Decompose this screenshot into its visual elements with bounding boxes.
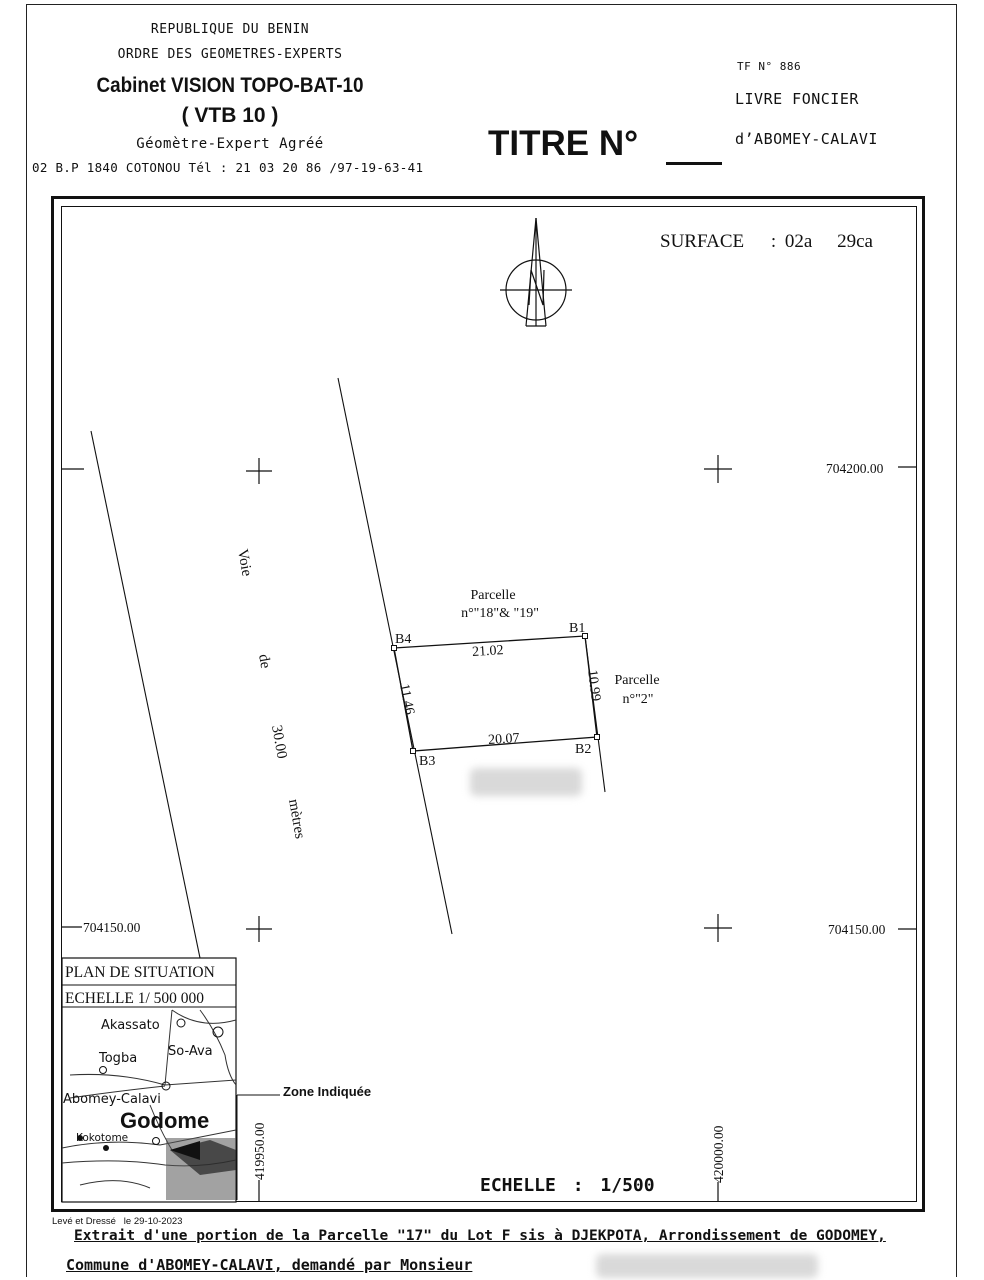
dim-top: 21.02 — [472, 643, 504, 660]
point-b2: B2 — [575, 742, 591, 757]
point-b1: B1 — [569, 621, 585, 636]
tf-number: TF N° 886 — [737, 60, 802, 73]
map-inner-frame — [61, 206, 917, 1202]
surface-block: SURFACE : 02a 29ca — [660, 231, 873, 253]
scale-sep: : — [572, 1175, 584, 1196]
coord-east-right: 420000.00 — [711, 1125, 726, 1183]
grid-cross — [704, 455, 732, 483]
leve-dresse: Levé et Dressé le 29-10-2023 — [52, 1216, 183, 1227]
surface-sep: : — [770, 231, 777, 252]
header-republic: REPUBLIQUE DU BENIN — [150, 22, 310, 37]
qualification: Géomètre-Expert Agréé — [136, 136, 324, 152]
zone-arrow-icon — [170, 1141, 200, 1160]
cabinet-name: Cabinet VISION TOPO-BAT-10 — [96, 74, 364, 97]
coord-north-right: 704200.00 — [826, 461, 884, 476]
boundary-marker — [391, 645, 397, 651]
surface-ares: 02a — [784, 231, 813, 252]
map-outer-frame — [51, 196, 925, 1212]
point-b3: B3 — [419, 754, 435, 769]
place-kokotome: Kokotome — [76, 1132, 128, 1144]
scale-label: ECHELLE — [480, 1175, 556, 1196]
livre-foncier: LIVRE FONCIER — [735, 90, 859, 108]
place-so-ava: So-Ava — [168, 1044, 213, 1059]
footer-line2: Commune d'ABOMEY-CALAVI, demandé par Mon… — [66, 1256, 473, 1274]
place-akassato: Akassato — [101, 1018, 160, 1033]
place-abomey-calavi: Abomey-Calavi — [63, 1092, 161, 1107]
grid-cross — [704, 914, 732, 942]
north-neighbor-line2: n°"18"& "19" — [461, 606, 539, 621]
road-word-voie: Voie — [234, 548, 255, 578]
coord-south-left: 704150.00 — [83, 920, 141, 935]
title-label: TITRE N° — [488, 124, 639, 163]
page-border — [26, 4, 957, 1277]
redacted-mark — [470, 768, 582, 796]
east-neighbor-line1: Parcelle — [614, 673, 659, 688]
situation-scale: ECHELLE 1/ 500 000 — [65, 990, 204, 1007]
dim-bottom: 20.07 — [488, 731, 520, 748]
place-godome: Godome — [120, 1108, 209, 1133]
footer-line1: Extrait d'une portion de la Parcelle "17… — [74, 1228, 886, 1244]
plan-scale: ECHELLE : 1/500 — [480, 1175, 655, 1196]
surface-label: SURFACE — [660, 231, 745, 252]
coord-south-right: 704150.00 — [828, 922, 886, 937]
zone-indiquee: Zone Indiquée — [283, 1084, 371, 1099]
redacted-name — [596, 1254, 818, 1278]
header-order: ORDRE DES GEOMETRES-EXPERTS — [117, 47, 343, 62]
cabinet-short: ( VTB 10 ) — [181, 104, 279, 127]
coord-east-left: 419950.00 — [252, 1122, 267, 1180]
grid-cross — [246, 916, 272, 942]
grid-cross — [246, 458, 272, 484]
address: 02 B.P 1840 COTONOU Tél : 21 03 20 86 /9… — [32, 160, 424, 175]
point-b4: B4 — [395, 632, 411, 647]
dim-right: 10.99 — [584, 669, 603, 702]
situation-title: PLAN DE SITUATION — [65, 964, 215, 981]
east-neighbor-line2: n°"2" — [622, 692, 653, 707]
north-arrow-icon — [500, 217, 572, 327]
place-togba: Togba — [98, 1051, 137, 1066]
commune-name: d’ABOMEY-CALAVI — [735, 130, 878, 148]
north-neighbor-line1: Parcelle — [470, 588, 515, 603]
surface-centiares: 29ca — [837, 231, 873, 252]
boundary-marker — [594, 734, 600, 740]
dim-left: 11.46 — [396, 683, 417, 716]
title-blank-line — [666, 162, 722, 165]
road-word-width: 30.00 — [268, 724, 290, 760]
boundary-marker — [582, 633, 588, 639]
road-edge-left — [90, 430, 201, 959]
situation-inset — [61, 957, 280, 1203]
boundary-marker — [410, 748, 416, 754]
scale-value: 1/500 — [600, 1175, 655, 1196]
road-word-de: de — [255, 653, 273, 670]
road-word-metres: mètres — [285, 798, 308, 840]
